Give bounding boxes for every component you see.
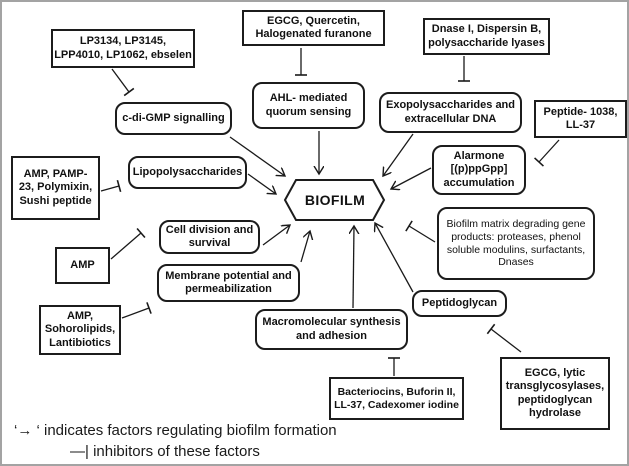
legend-inhibitor-meaning: —| inhibitors of these factors — [70, 443, 260, 460]
factor-box-macromolecular-synthesis: Macromolecular synthesis and adhesion — [255, 309, 408, 350]
legend-arrow-meaning: ‘→ ‘ indicates factors regulating biofil… — [14, 422, 337, 439]
inhibitor-label: LP3134, LP3145, LPP4010, LP1062, ebselen — [54, 35, 192, 61]
biofilm-center-label: BIOFILM — [304, 192, 366, 208]
factor-box-exopolysaccharides: Exopolysaccharides and extracellular DNA — [379, 92, 522, 133]
legend: ‘→ ‘ indicates factors regulating biofil… — [14, 420, 337, 462]
factor-box-lipopolysaccharides: Lipopolysaccharides — [128, 156, 247, 189]
factor-label: Cell division and survival — [165, 223, 254, 249]
inhibit-peptide1038-to-alarmone — [534, 139, 560, 167]
factor-label: Lipopolysaccharides — [132, 165, 243, 178]
factor-label: AHL- mediated quorum sensing — [265, 92, 352, 118]
inhibitor-box-egcg-lytic: EGCG, lytic transglycosylases, peptidogl… — [500, 357, 610, 430]
inhibitor-label: Peptide- 1038, LL-37 — [543, 105, 618, 131]
factor-label: Peptidoglycan — [421, 296, 498, 309]
inhibitor-box-peptide-1038: Peptide- 1038, LL-37 — [534, 100, 627, 138]
factor-box-peptidoglycan: Peptidoglycan — [412, 290, 507, 317]
inhibitor-label: Dnase I, Dispersin B, polysaccharide lya… — [428, 23, 545, 49]
factor-box-ahl-quorum-sensing: AHL- mediated quorum sensing — [252, 82, 365, 129]
arrow-macromol-to-biofilm — [353, 226, 354, 309]
factor-box-cell-division: Cell division and survival — [159, 220, 260, 254]
inhibitor-box-dnase: Dnase I, Dispersin B, polysaccharide lya… — [423, 18, 550, 55]
inhibitor-box-bacteriocins: Bacteriocins, Buforin II, LL-37, Cadexom… — [329, 377, 464, 420]
inhibitor-label: EGCG, Quercetin, Halogenated furanone — [255, 14, 372, 40]
factor-label: Alarmone [(p)ppGpp] accumulation — [443, 149, 515, 189]
inhibitor-label: AMP, Sohorolipids, Lantibiotics — [44, 309, 116, 349]
inhibit-amp-to-celldiv — [110, 227, 146, 260]
arrow-cdigmp-to-biofilm — [229, 136, 285, 176]
factor-label: c-di-GMP signalling — [122, 111, 225, 124]
arrow-celldiv-to-biofilm — [262, 225, 290, 246]
inhibit-lp-to-cdigmp — [111, 68, 135, 97]
inhibitor-label: AMP, PAMP- 23, Polymixin, Sushi peptide — [18, 167, 93, 207]
inhibitor-label: Bacteriocins, Buforin II, LL-37, Cadexom… — [334, 385, 459, 411]
biofilm-hexagon-shape — [283, 179, 386, 221]
factor-label: Membrane potential and permeabilization — [165, 269, 292, 295]
factor-label: Macromolecular synthesis and adhesion — [262, 316, 401, 342]
inhibit-matrix-to-biofilm — [405, 220, 436, 243]
arrow-peptidoglycan-to-biofilm — [375, 223, 414, 293]
inhibitor-box-sohorolipids: AMP, Sohorolipids, Lantibiotics — [39, 305, 121, 355]
inhibit-sohoro-to-membrane — [121, 302, 152, 319]
inhibitor-label: EGCG, lytic transglycosylases, peptidogl… — [505, 366, 605, 419]
arrow-alarmone-to-biofilm — [391, 167, 432, 189]
inhibitor-box-amp: AMP — [55, 247, 110, 284]
inhibitor-box-egcg-quercetin: EGCG, Quercetin, Halogenated furanone — [242, 10, 385, 46]
factor-label: Exopolysaccharides and extracellular DNA — [386, 99, 515, 125]
inhibit-egcglytic-to-peptidoglycan — [486, 323, 522, 353]
arrow-lipopoly-to-biofilm — [247, 173, 276, 194]
inhibitor-box-amp-pamp: AMP, PAMP- 23, Polymixin, Sushi peptide — [11, 156, 100, 220]
factor-box-c-di-gmp: c-di-GMP signalling — [115, 102, 232, 135]
arrow-membrane-to-biofilm — [300, 231, 310, 263]
inhibitor-box-lp3134: LP3134, LP3145, LPP4010, LP1062, ebselen — [51, 29, 195, 68]
factor-box-biofilm-matrix-degrading: Biofilm matrix degrading gene products: … — [437, 207, 595, 280]
factor-box-alarmone: Alarmone [(p)ppGpp] accumulation — [432, 145, 526, 195]
inhibitor-label: AMP — [70, 258, 95, 271]
inhibit-amppamp-to-lipopoly — [100, 180, 122, 192]
factor-box-membrane-potential: Membrane potential and permeabilization — [157, 264, 300, 302]
factor-label: Biofilm matrix degrading gene products: … — [446, 217, 586, 269]
arrow-exopoly-to-biofilm — [383, 133, 414, 176]
